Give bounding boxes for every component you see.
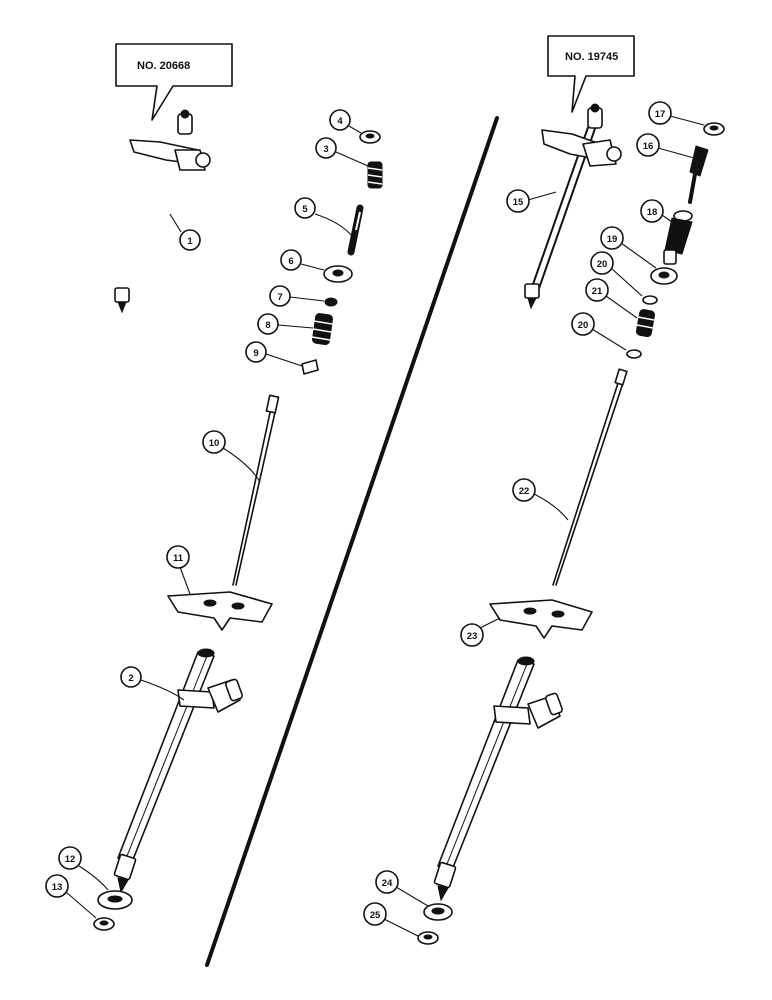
part-number-20-upper: 20: [597, 259, 608, 270]
nozzle-holder-top-right: [524, 103, 622, 310]
part-number-19: 19: [607, 234, 618, 245]
part-marker-5: 5: [294, 197, 353, 237]
part-marker-10: 10: [202, 430, 261, 483]
seat-9: [301, 359, 319, 375]
nut-4: [359, 130, 381, 144]
part-marker-23: 23: [460, 617, 501, 647]
part-number-10: 10: [209, 438, 220, 449]
part-number-7: 7: [277, 292, 282, 303]
part-number-5: 5: [302, 204, 308, 215]
callout-left-label: NO. 20668: [137, 60, 190, 72]
callout-left: NO. 20668: [115, 43, 233, 121]
part-marker-2: 2: [120, 666, 185, 701]
part-number-23: 23: [467, 631, 478, 642]
washer-12: [97, 890, 133, 910]
part-number-25: 25: [370, 910, 381, 921]
part-marker-9: 9: [245, 341, 303, 367]
nut-19: [650, 267, 678, 285]
part-marker-19: 19: [600, 226, 657, 269]
part-marker-11: 11: [166, 545, 191, 595]
clamp-plate-23: [489, 599, 593, 639]
part-marker-16: 16: [636, 133, 695, 159]
part-number-13: 13: [52, 882, 63, 893]
part-marker-13: 13: [45, 874, 97, 919]
spring-8: [311, 313, 333, 346]
nut-17: [703, 122, 725, 136]
washer-20-lower: [626, 349, 642, 359]
part-marker-17: 17: [648, 101, 705, 126]
part-marker-4: 4: [329, 109, 362, 134]
spring-3: [367, 161, 383, 189]
part-marker-3: 3: [315, 137, 369, 167]
part-number-12: 12: [65, 854, 76, 865]
part-number-9: 9: [253, 348, 258, 359]
part-marker-15: 15: [506, 189, 557, 213]
part-marker-18: 18: [640, 199, 673, 223]
part-marker-8: 8: [257, 313, 314, 335]
callout-right: NO. 19745: [547, 35, 635, 113]
nut-25: [417, 931, 439, 945]
adjusting-screw-18: [663, 210, 693, 265]
part-marker-6: 6: [280, 249, 325, 271]
part-number-20-lower: 20: [578, 320, 589, 331]
nozzle-holder-body-right: [433, 656, 564, 902]
part-number-11: 11: [173, 553, 184, 564]
part-marker-1: 1: [169, 213, 201, 251]
spring-21: [635, 309, 656, 338]
part-marker-25: 25: [363, 902, 419, 937]
callout-right-label: NO. 19745: [565, 51, 618, 63]
part-marker-20-lower: 20: [571, 312, 627, 351]
part-number-2: 2: [128, 673, 133, 684]
part-number-3: 3: [323, 144, 328, 155]
part-number-22: 22: [519, 486, 530, 497]
part-number-8: 8: [265, 320, 270, 331]
part-number-17: 17: [655, 109, 666, 120]
nut-13: [93, 917, 115, 931]
part-number-16: 16: [643, 141, 654, 152]
part-marker-22: 22: [512, 478, 569, 521]
washer-24: [423, 903, 453, 921]
part-marker-21: 21: [585, 278, 638, 319]
part-marker-24: 24: [375, 870, 429, 907]
stud-5: [347, 204, 364, 256]
part-number-6: 6: [288, 256, 293, 267]
push-rod-22: [552, 368, 628, 586]
part-number-18: 18: [647, 207, 658, 218]
part-marker-7: 7: [269, 285, 325, 307]
divider-line: [205, 116, 499, 967]
part-marker-20-upper: 20: [590, 251, 643, 297]
part-marker-12: 12: [58, 846, 109, 891]
washer-20-upper: [642, 295, 658, 305]
part-number-1: 1: [187, 236, 193, 247]
washer-6: [323, 265, 353, 283]
nozzle-holder-body-left: [113, 648, 244, 894]
nozzle-holder-top-left: [114, 109, 211, 314]
clamp-plate-11: [167, 591, 273, 631]
small-nut-7: [324, 297, 338, 307]
part-number-4: 4: [337, 116, 343, 127]
part-number-21: 21: [592, 286, 603, 297]
push-rod-10: [232, 394, 280, 586]
screw-16: [688, 145, 709, 204]
part-number-24: 24: [382, 878, 393, 889]
part-number-15: 15: [513, 197, 524, 208]
